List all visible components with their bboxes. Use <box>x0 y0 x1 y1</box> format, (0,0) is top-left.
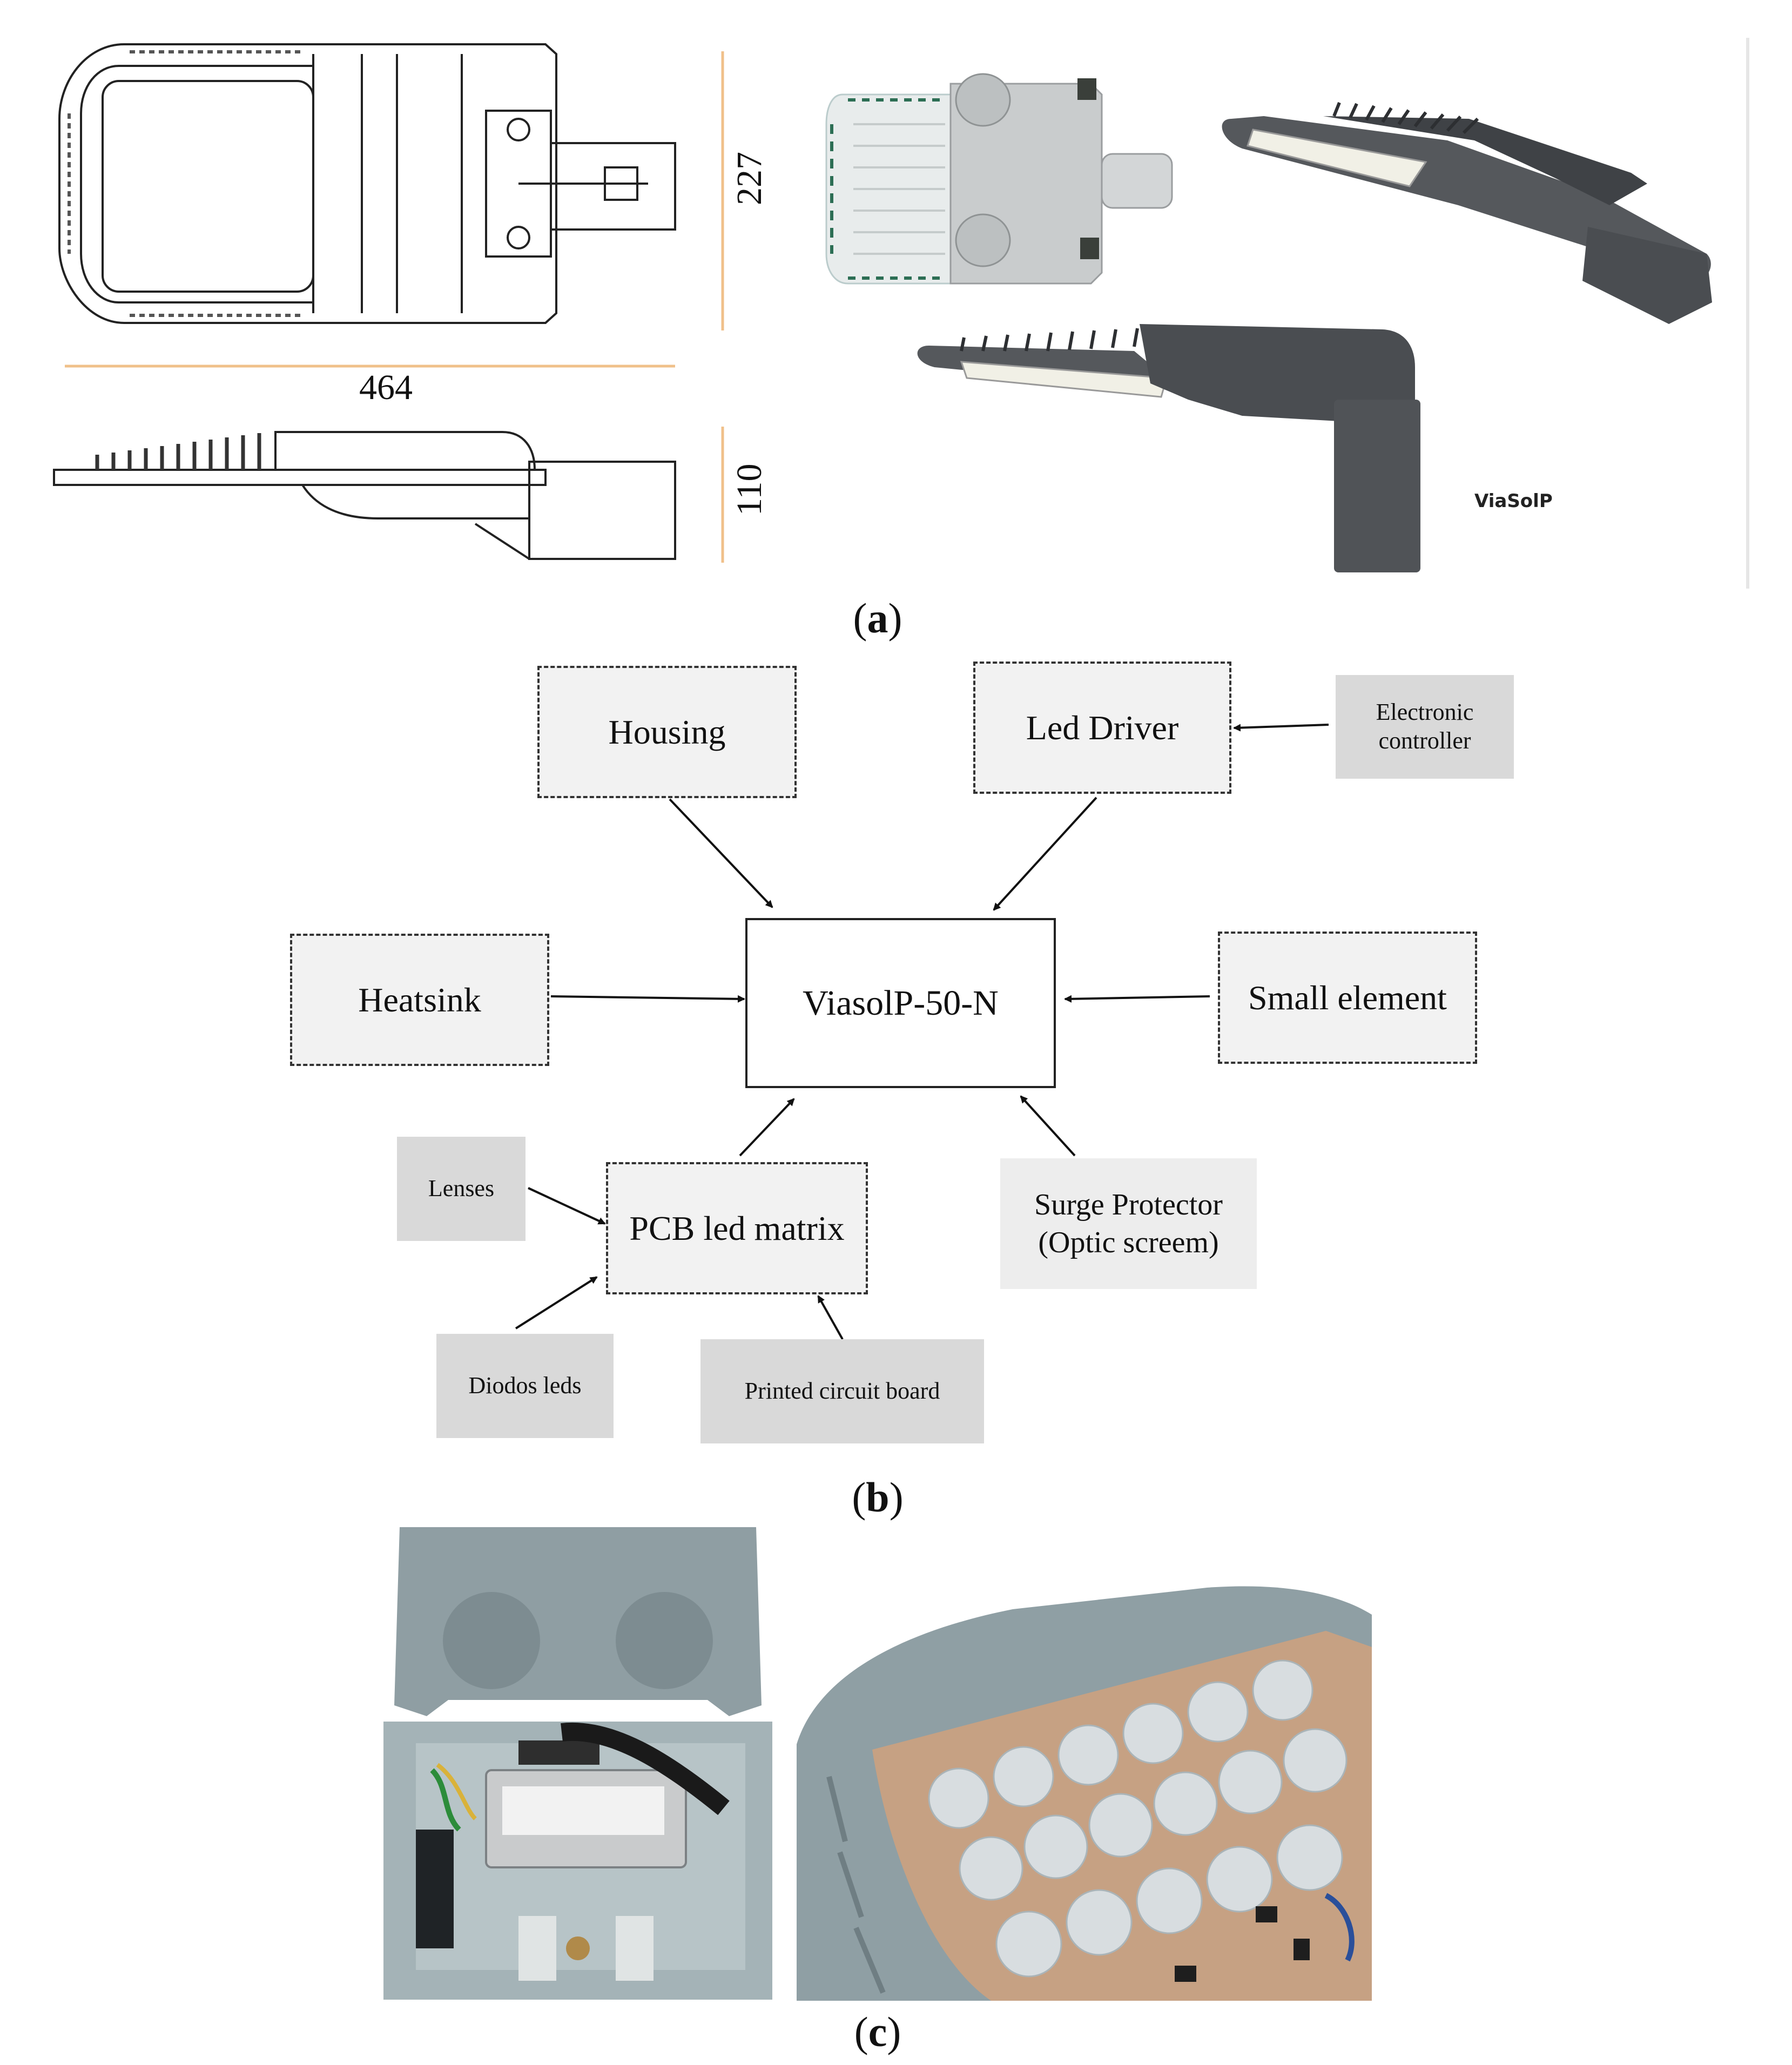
photo-open-housing-art <box>383 1527 772 2000</box>
node-printed-circuit-board: Printed circuit board <box>700 1339 984 1443</box>
side-view-drawing <box>53 431 676 560</box>
photo-led-board-art <box>797 1586 1372 2001</box>
caption-b: (b) <box>852 1474 904 1521</box>
luminaire-angled-render <box>1222 102 1712 324</box>
top-view-fins <box>68 50 302 317</box>
node-diodos-leds: Diodos leds <box>436 1334 614 1438</box>
arrow-controller-driver <box>1233 724 1329 732</box>
dim-label-width: 464 <box>359 368 413 407</box>
panel-a-drawings <box>53 38 1749 589</box>
arrow-diodos-pcb <box>515 1276 598 1330</box>
photo-open-housing <box>383 1527 772 2000</box>
arrow-lenses-pcb <box>528 1187 606 1225</box>
node-pcb-led-matrix: PCB led matrix <box>606 1162 868 1294</box>
side-view-fins <box>95 433 261 470</box>
caption-a: (a) <box>853 595 902 642</box>
dim-label-height-side: 110 <box>730 463 769 516</box>
top-view-drawing <box>58 43 676 324</box>
caption-c-letter: c <box>868 2008 887 2055</box>
node-heatsink: Heatsink <box>290 934 549 1066</box>
caption-a-letter: a <box>867 595 888 642</box>
dim-label-height-top: 227 <box>730 152 769 205</box>
arrow-housing-center <box>669 798 773 908</box>
node-small-element: Small element <box>1218 932 1477 1064</box>
caption-b-letter: b <box>866 1474 890 1521</box>
arrow-heatsink-center <box>550 995 745 1003</box>
photo-led-board <box>797 1571 1372 2001</box>
brand-label: ViaSolP <box>1474 490 1553 512</box>
arrow-pcb-center <box>739 1098 795 1157</box>
node-housing: Housing <box>537 666 797 798</box>
node-viasolp-50-n: ViasolP-50-N <box>745 918 1056 1088</box>
luminaire-top-render <box>825 73 1173 285</box>
node-surge-protector: Surge Protector (Optic screem) <box>1000 1158 1257 1289</box>
arrow-small-center <box>1064 995 1210 1003</box>
node-led-driver: Led Driver <box>973 662 1231 794</box>
node-lenses: Lenses <box>397 1137 526 1241</box>
caption-c: (c) <box>854 2008 901 2055</box>
arrow-printed-pcb <box>817 1295 844 1340</box>
node-electronic-controller: Electronic controller <box>1336 675 1514 779</box>
luminaire-side-render <box>917 324 1420 572</box>
arrow-surge-center <box>1020 1095 1076 1157</box>
arrow-driver-center <box>993 797 1097 911</box>
